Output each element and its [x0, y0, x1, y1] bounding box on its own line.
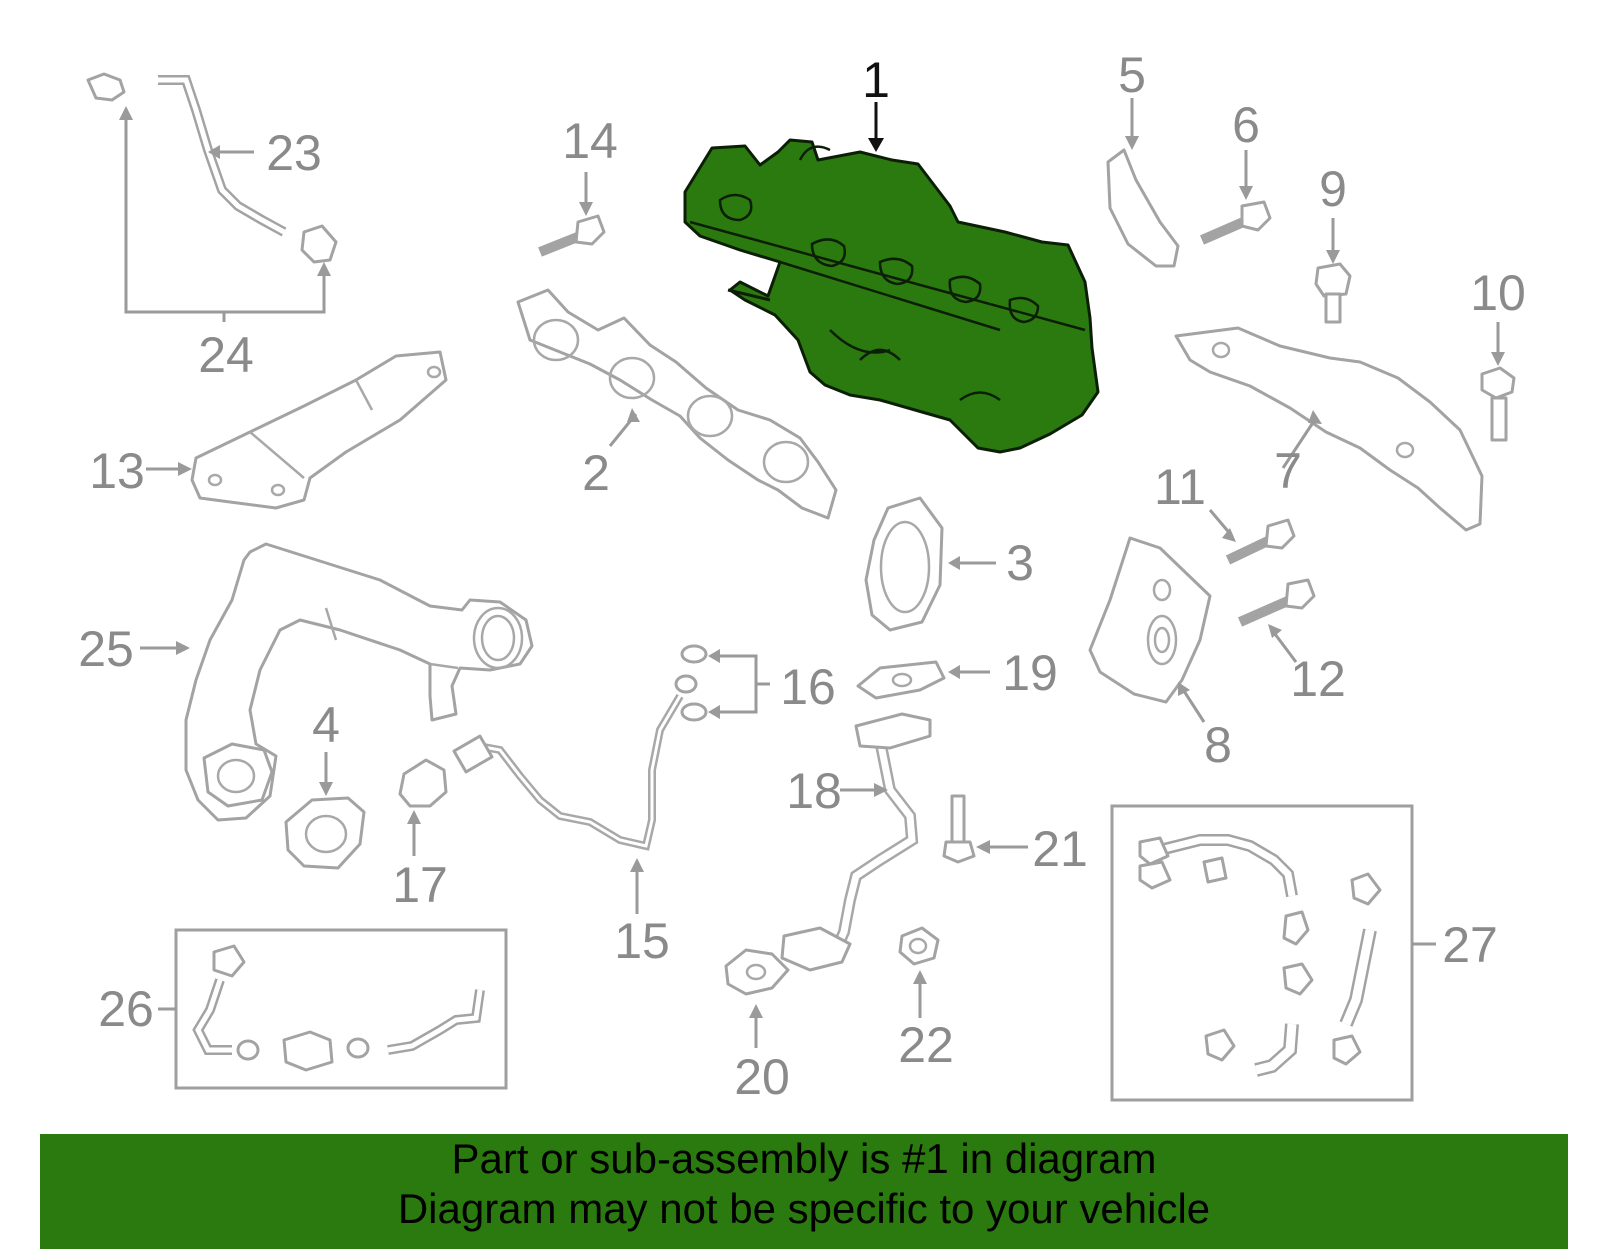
part-7-bracket[interactable]	[1174, 326, 1484, 532]
label-14: 14	[562, 113, 618, 169]
label-18: 18	[786, 763, 842, 819]
part-25-pipe[interactable]	[184, 542, 534, 822]
label-27: 27	[1442, 917, 1498, 973]
part-8-heat-shield[interactable]	[1088, 536, 1212, 704]
part-4-gasket[interactable]	[284, 796, 366, 870]
label-7: 7	[1274, 443, 1302, 499]
part-14-bolt[interactable]	[538, 214, 606, 257]
part-22-nut[interactable]	[898, 926, 940, 966]
part-18-return-pipe[interactable]	[780, 712, 932, 972]
label-1: 1	[862, 52, 890, 108]
label-11: 11	[1154, 459, 1206, 515]
part-19-gasket[interactable]	[856, 660, 946, 700]
label-24: 24	[198, 327, 254, 383]
label-22: 22	[898, 1017, 954, 1073]
part-10-bolt[interactable]	[1480, 366, 1516, 442]
label-3: 3	[1006, 535, 1034, 591]
label-10: 10	[1470, 265, 1526, 321]
label-19: 19	[1002, 645, 1058, 701]
part-13-bracket[interactable]	[190, 350, 448, 510]
part-3-gasket[interactable]	[864, 496, 944, 632]
part-6-bolt[interactable]	[1200, 200, 1272, 245]
part-9-bolt[interactable]	[1314, 262, 1352, 324]
part-12-bolt[interactable]	[1237, 578, 1316, 627]
part-11-bolt[interactable]	[1225, 518, 1296, 565]
label-25: 25	[78, 621, 134, 677]
banner-line-1: Part or sub-assembly is #1 in diagram	[451, 1135, 1157, 1182]
part-20-gasket[interactable]	[724, 948, 790, 996]
label-12: 12	[1290, 651, 1346, 707]
label-21: 21	[1032, 821, 1088, 877]
label-20: 20	[734, 1049, 790, 1105]
banner-line-2: Diagram may not be specific to your vehi…	[397, 1185, 1211, 1232]
label-15: 15	[614, 913, 670, 969]
part-23-hose[interactable]	[86, 72, 338, 264]
label-9: 9	[1319, 161, 1347, 217]
part-27-hose-kit[interactable]	[1110, 804, 1414, 1102]
part-15-oil-line[interactable]	[452, 693, 684, 851]
label-23: 23	[266, 125, 322, 181]
parts-diagram: 1 2 3 4 5 6 7	[78, 47, 1526, 1105]
label-6: 6	[1232, 97, 1260, 153]
label-13: 13	[89, 443, 145, 499]
label-16: 16	[780, 659, 836, 715]
part-5-bracket[interactable]	[1106, 148, 1180, 268]
label-17: 17	[392, 857, 448, 913]
info-banner: Part or sub-assembly is #1 in diagram Di…	[40, 1134, 1568, 1249]
label-2: 2	[582, 445, 610, 501]
part-26-hose-kit[interactable]	[174, 928, 508, 1090]
part-16-washers[interactable]	[674, 644, 708, 722]
label-26: 26	[98, 981, 154, 1037]
label-4: 4	[312, 697, 340, 753]
part-2-gasket[interactable]	[516, 288, 838, 520]
label-8: 8	[1204, 717, 1232, 773]
label-5: 5	[1118, 47, 1146, 103]
part-1-manifold[interactable]	[683, 138, 1100, 454]
part-17-fitting[interactable]	[398, 758, 448, 808]
part-21-stud[interactable]	[942, 794, 976, 864]
